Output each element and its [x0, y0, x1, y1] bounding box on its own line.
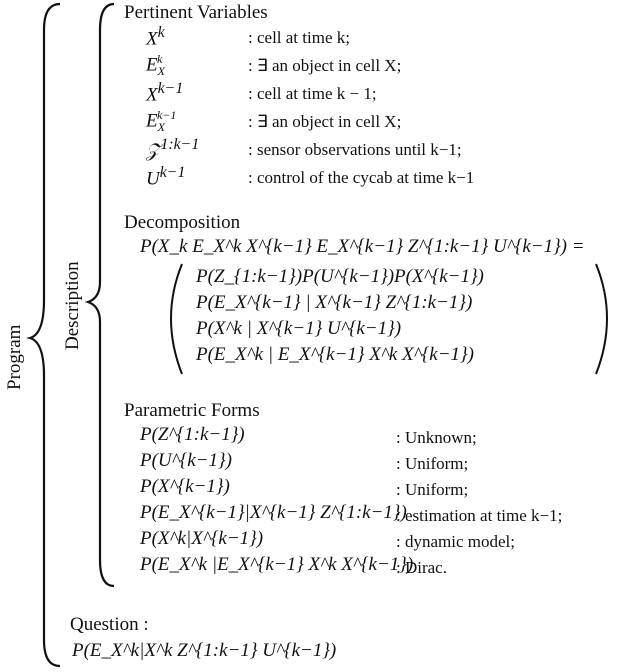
param-form-0: : Unknown;: [396, 428, 477, 447]
var-symbol-5: Uk−1: [146, 164, 186, 190]
var-desc-0: : cell at time k;: [248, 28, 350, 47]
param-expr-5: P(E_X^k |E_X^{k−1} X^k X^{k−1}): [140, 554, 414, 575]
decomposition-heading: Decomposition: [124, 212, 241, 233]
decomposition-term-0: P(Z_{1:k−1})P(U^{k−1})P(X^{k−1}): [196, 266, 484, 287]
var-symbol-3: EXk−1: [146, 108, 177, 135]
var-symbol-2: Xk−1: [146, 80, 184, 106]
question-expr: P(E_X^k|X^k Z^{1:k−1} U^{k−1}): [72, 640, 337, 661]
param-form-5: : Dirac.: [396, 558, 447, 577]
param-expr-4: P(X^k|X^{k−1}): [140, 528, 264, 549]
var-desc-4: : sensor observations until k−1;: [248, 140, 462, 159]
var-desc-1: : ∃ an object in cell X;: [248, 56, 402, 75]
param-expr-3: P(E_X^{k−1}|X^{k−1} Z^{1:k−1}): [140, 502, 407, 523]
var-desc-2: : cell at time k − 1;: [248, 84, 377, 103]
program-label: Program: [4, 324, 25, 390]
program-brace: [26, 2, 61, 668]
decomp-left-paren: [170, 263, 183, 375]
var-symbol-0: Xk: [146, 24, 165, 50]
var-desc-5: : control of the cycab at time k−1: [248, 168, 475, 187]
var-symbol-4: 𝒵1:k−1: [146, 136, 200, 162]
param-form-2: : Uniform;: [396, 480, 469, 499]
decomposition-term-3: P(E_X^k | E_X^{k−1} X^k X^{k−1}): [196, 344, 474, 365]
description-label: Description: [62, 261, 83, 350]
decomposition-term-1: P(E_X^{k−1} | X^{k−1} Z^{1:k−1}): [196, 292, 473, 313]
param-form-4: : dynamic model;: [396, 532, 515, 551]
var-desc-3: : ∃ an object in cell X;: [248, 112, 402, 131]
description-brace: [84, 2, 115, 588]
param-expr-1: P(U^{k−1}): [140, 450, 232, 471]
param-expr-0: P(Z^{1:k−1}): [140, 424, 245, 445]
decomposition-term-2: P(X^k | X^{k−1} U^{k−1}): [196, 318, 402, 339]
param-form-3: : estimation at time k−1;: [396, 506, 563, 525]
pertinent-variables-heading: Pertinent Variables: [124, 2, 268, 23]
param-form-1: : Uniform;: [396, 454, 469, 473]
question-heading: Question :: [70, 614, 149, 635]
param-expr-2: P(X^{k−1}): [140, 476, 230, 497]
parametric-forms-heading: Parametric Forms: [124, 400, 260, 421]
decomposition-lhs: P(X_k E_X^k X^{k−1} E_X^{k−1} Z^{1:k−1} …: [140, 236, 585, 257]
decomp-right-paren: [595, 263, 608, 375]
var-symbol-1: EXk: [146, 52, 165, 79]
